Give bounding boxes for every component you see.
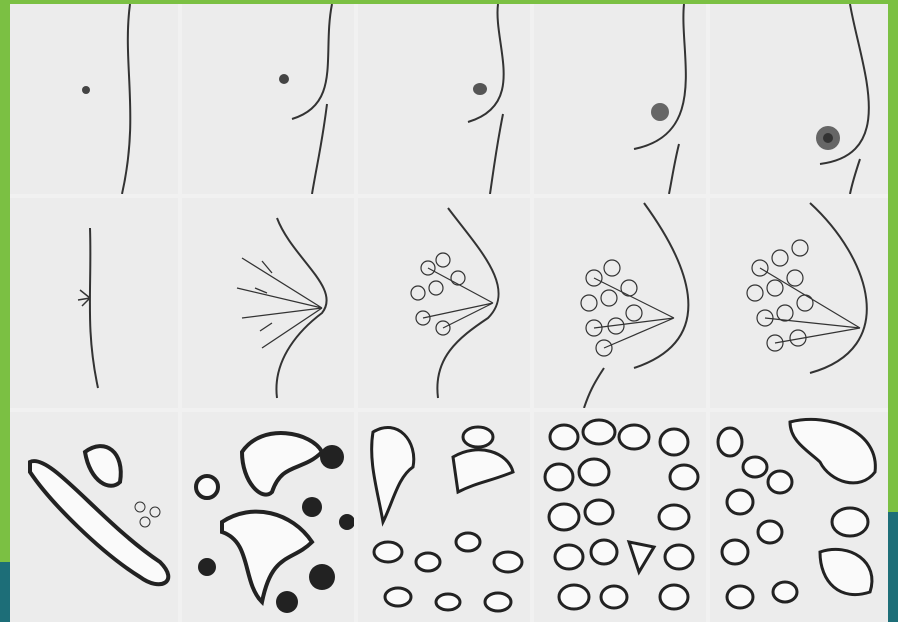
stage-2-histology	[182, 412, 354, 622]
stage-3-ducts	[358, 198, 530, 408]
illustration-plate	[10, 4, 888, 622]
stage-5-external	[710, 4, 888, 194]
corner-decoration-right	[888, 512, 898, 622]
stage-2-external	[182, 4, 354, 194]
stage-1-external	[10, 4, 178, 194]
stage-3-histology	[358, 412, 530, 622]
stage-4-histology	[534, 412, 706, 622]
stage-4-external	[534, 4, 706, 194]
stage-1-histology	[10, 412, 178, 622]
stage-3-external	[358, 4, 530, 194]
stage-4-ducts	[534, 198, 706, 408]
stage-5-ducts	[710, 198, 888, 408]
stage-5-histology	[710, 412, 888, 622]
stage-2-ducts	[182, 198, 354, 408]
stage-1-ducts	[10, 198, 178, 408]
